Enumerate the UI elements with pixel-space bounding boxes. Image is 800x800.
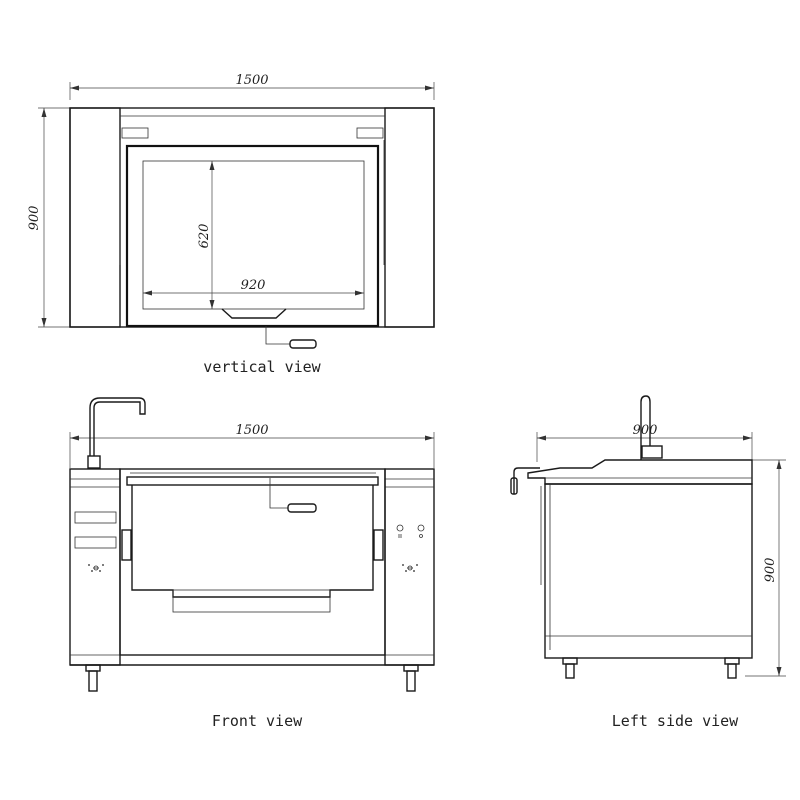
dimension-height-side: 900	[745, 459, 786, 677]
pan-bottom-plate	[172, 589, 331, 613]
dimension-width-front: 1500	[69, 423, 435, 468]
crank-grip	[289, 339, 317, 349]
right-cabinet	[384, 468, 435, 666]
control-panel-lower	[74, 536, 117, 549]
front-crank-grip	[287, 503, 317, 513]
pour-spout	[221, 308, 287, 319]
hinge-left	[121, 127, 149, 139]
side-body	[544, 483, 753, 659]
foot-left	[85, 664, 101, 692]
control-knob-right	[402, 564, 418, 572]
front-view-caption: Front view	[212, 712, 303, 730]
dimension-depth-top: 900	[27, 107, 70, 328]
side-foot-left	[562, 657, 578, 679]
pan-lid	[125, 144, 380, 328]
left-cabinet	[69, 468, 121, 666]
crank-handle	[265, 326, 290, 345]
indicator-lights	[396, 524, 425, 538]
control-knob-left	[88, 564, 104, 572]
pan-inner	[142, 160, 365, 310]
dimension-label-inner-height: 620	[197, 224, 212, 249]
dimension-width-top: 1500	[69, 73, 435, 100]
side-lid-handle	[513, 467, 540, 494]
dimension-label-depth: 900	[27, 206, 42, 231]
side-top-surface	[527, 459, 753, 485]
dimension-label-side-height: 900	[763, 558, 778, 583]
pivot-right	[373, 529, 384, 561]
side-lid-handle-grip	[510, 477, 518, 495]
front-crank-handle	[269, 478, 288, 509]
right-column	[384, 107, 435, 328]
center-body	[119, 468, 386, 656]
foot-right	[403, 664, 419, 692]
dimension-label-side-depth: 900	[633, 423, 658, 438]
side-faucet	[640, 395, 651, 460]
water-faucet	[89, 397, 146, 456]
dimension-depth-side: 900	[536, 423, 753, 462]
pan-rim	[126, 476, 379, 486]
vertical-view: 1500 900 620 920 ver	[27, 73, 435, 376]
vertical-view-caption: vertical view	[203, 358, 321, 376]
front-view: 1500	[69, 397, 435, 730]
dimension-label-inner-width: 920	[241, 278, 266, 293]
side-view-caption: Left side view	[612, 712, 739, 730]
hinge-right	[356, 127, 384, 139]
dimension-label-front-width: 1500	[235, 423, 268, 438]
left-column	[69, 107, 121, 328]
side-faucet-base	[641, 445, 663, 459]
faucet-base	[87, 455, 101, 469]
control-panel-upper	[74, 511, 117, 524]
dimension-label-width: 1500	[235, 73, 268, 88]
pivot-left	[121, 529, 132, 561]
left-side-view: 900 900 Left side vie	[510, 395, 786, 730]
side-foot-right	[724, 657, 740, 679]
top-outline	[69, 107, 435, 328]
pan-body	[131, 485, 374, 598]
